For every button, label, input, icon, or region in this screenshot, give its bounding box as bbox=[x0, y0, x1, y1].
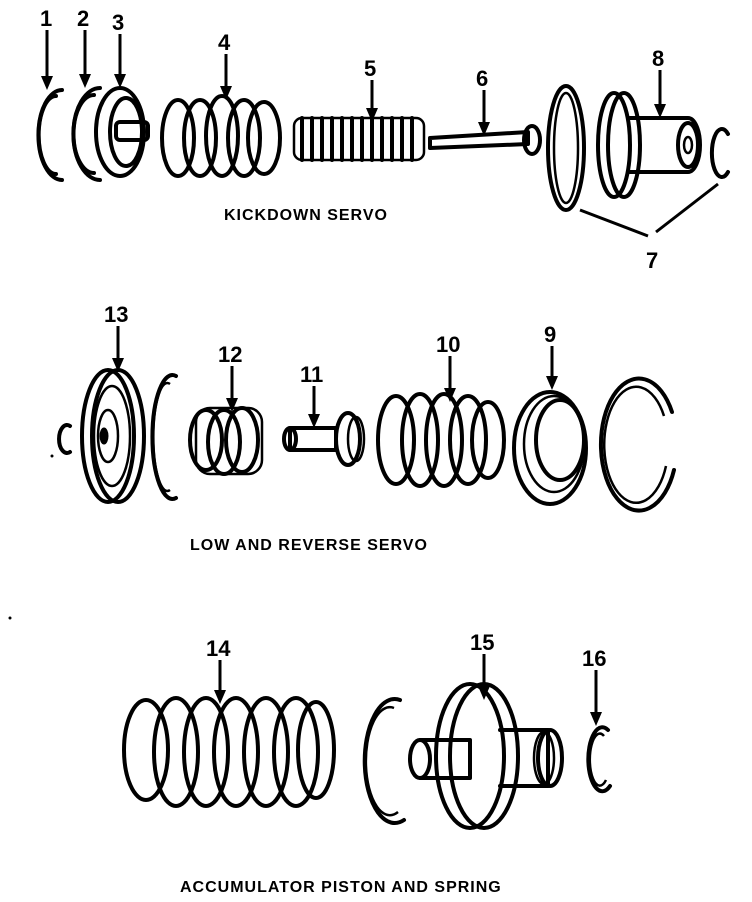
arrow-12 bbox=[226, 398, 238, 412]
callout-3: 3 bbox=[112, 10, 124, 35]
arrow-6 bbox=[478, 122, 490, 136]
kickdown-servo-group: 1 2 3 4 5 6 7 8 KICKDOWN SERVO bbox=[36, 6, 730, 273]
arrow-15 bbox=[478, 686, 490, 700]
callout-8: 8 bbox=[652, 46, 664, 71]
arrow-9 bbox=[546, 376, 558, 390]
callout-9: 9 bbox=[544, 322, 556, 347]
callout-7: 7 bbox=[646, 248, 658, 273]
callout-16: 16 bbox=[582, 646, 606, 671]
part-6-rod bbox=[428, 124, 542, 156]
part-15-piston bbox=[408, 682, 564, 830]
part-1-snap-ring bbox=[36, 88, 64, 182]
callout-15: 15 bbox=[470, 630, 494, 655]
part-8-piston bbox=[596, 91, 702, 199]
seal-ring bbox=[150, 373, 178, 501]
part-5-inner-spring bbox=[292, 116, 426, 162]
callout-10: 10 bbox=[436, 332, 460, 357]
arrow-11 bbox=[308, 414, 320, 428]
small-snap-ring bbox=[57, 423, 72, 455]
part-3-piston-plug bbox=[94, 86, 150, 178]
accumulator-seal-ring bbox=[362, 697, 406, 826]
part-11-plug bbox=[282, 411, 366, 467]
part-10-spring bbox=[376, 392, 506, 488]
retaining-ring bbox=[598, 376, 676, 513]
part-13-piston bbox=[80, 368, 146, 504]
caption-low-reverse-servo: LOW AND REVERSE SERVO bbox=[190, 537, 428, 554]
part-12-spring bbox=[188, 406, 264, 476]
callout-11: 11 bbox=[300, 362, 323, 387]
part-2-seal-ring bbox=[71, 86, 102, 182]
arrow-14 bbox=[214, 690, 226, 704]
arrow-10 bbox=[444, 388, 456, 402]
arrow-16 bbox=[590, 712, 602, 726]
caption-kickdown-servo: KICKDOWN SERVO bbox=[224, 207, 388, 224]
part-16-snap-ring bbox=[586, 725, 612, 794]
speck bbox=[8, 616, 12, 620]
accumulator-group: 14 15 16 ACCUMULATOR PISTON AND SPRING bbox=[122, 630, 612, 896]
callout-13: 13 bbox=[104, 302, 128, 327]
callout-1: 1 bbox=[40, 6, 52, 31]
part-9-piston bbox=[512, 390, 588, 506]
part-4-spring bbox=[160, 94, 282, 178]
low-reverse-servo-group: 13 12 11 10 9 LOW AND REVERSE SERVO bbox=[57, 302, 676, 554]
arrow-2 bbox=[79, 74, 91, 88]
part-7-rings bbox=[546, 84, 730, 212]
callout-6: 6 bbox=[476, 66, 488, 91]
callout-14: 14 bbox=[206, 636, 231, 661]
callout-4: 4 bbox=[218, 30, 231, 55]
arrow-13 bbox=[112, 358, 124, 372]
callout-12: 12 bbox=[218, 342, 242, 367]
arrow-5 bbox=[366, 108, 378, 122]
caption-accumulator: ACCUMULATOR PISTON AND SPRING bbox=[180, 879, 502, 896]
arrow-4 bbox=[220, 86, 232, 100]
part-14-spring bbox=[122, 696, 336, 808]
leader-7b bbox=[655, 182, 719, 234]
callout-2: 2 bbox=[77, 6, 89, 31]
arrow-1 bbox=[41, 76, 53, 90]
leader-7a bbox=[579, 208, 649, 238]
arrow-3 bbox=[114, 74, 126, 88]
arrow-8 bbox=[654, 104, 666, 118]
speck bbox=[50, 454, 54, 458]
callout-5: 5 bbox=[364, 56, 376, 81]
